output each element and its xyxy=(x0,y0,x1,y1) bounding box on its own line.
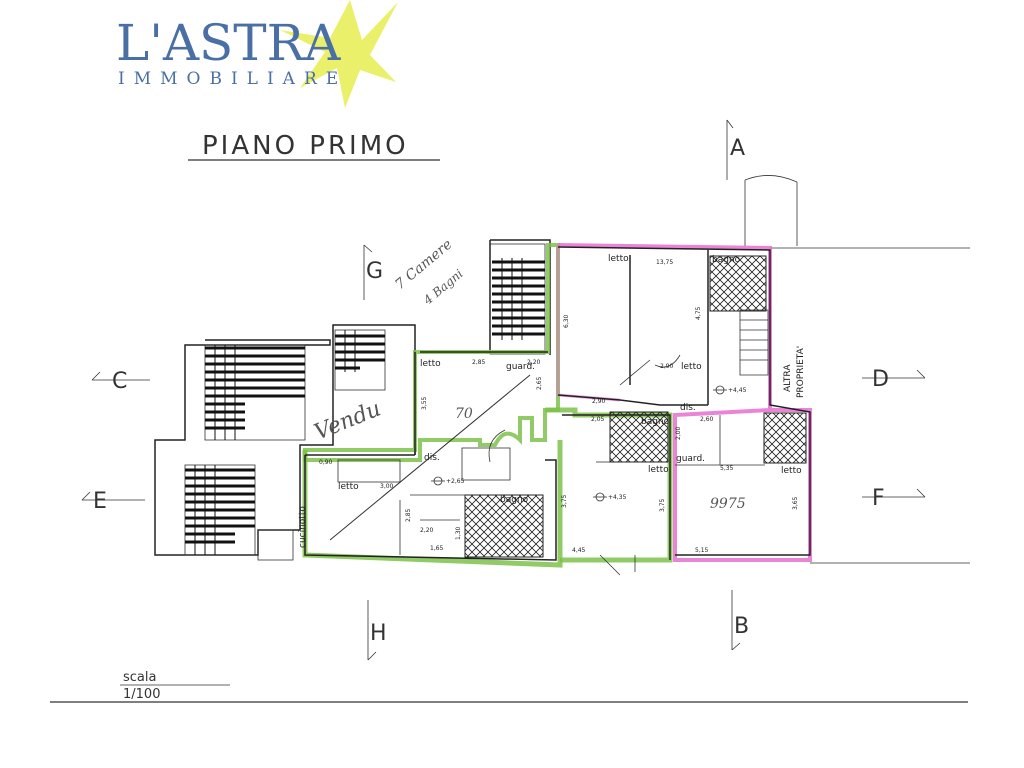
svg-text:2,00: 2,00 xyxy=(675,426,682,440)
room-label: guard. xyxy=(676,454,705,464)
svg-text:PROPRIETA': PROPRIETA' xyxy=(796,346,806,398)
apartment-pink xyxy=(556,243,812,562)
svg-text:4,75: 4,75 xyxy=(695,306,702,320)
room-label: bagno xyxy=(500,495,529,505)
room-label: letto xyxy=(420,359,441,369)
room-area: 13,75 xyxy=(656,259,673,266)
svg-text:2,90: 2,90 xyxy=(660,363,674,370)
svg-text:2,85: 2,85 xyxy=(405,508,412,522)
svg-text:ALTRA: ALTRA xyxy=(783,364,793,392)
section-marker-e: E xyxy=(81,489,145,514)
svg-text:+4,45: +4,45 xyxy=(728,387,747,394)
svg-text:5,35: 5,35 xyxy=(720,465,734,472)
svg-text:F: F xyxy=(872,486,885,511)
svg-text:+2,65: +2,65 xyxy=(446,478,465,485)
room-label: letto xyxy=(608,254,629,264)
svg-text:2,20: 2,20 xyxy=(420,527,434,534)
room-label: dis. xyxy=(424,453,440,463)
room-label: letto xyxy=(681,362,702,372)
svg-text:3,55: 3,55 xyxy=(421,396,428,410)
svg-text:3,00: 3,00 xyxy=(380,483,394,490)
room-label: guard. xyxy=(506,362,535,372)
svg-text:1,65: 1,65 xyxy=(430,545,444,552)
room-label: bagno xyxy=(712,255,741,265)
handwritten-note: Vendu xyxy=(311,396,385,445)
room-label: cucinotto xyxy=(298,506,308,548)
room-label: letto xyxy=(338,482,359,492)
stair-stringers xyxy=(194,258,523,555)
apartment-green xyxy=(302,243,563,568)
page-title: PIANO PRIMO xyxy=(188,131,440,161)
side-label: ALTRA PROPRIETA' xyxy=(783,346,806,398)
svg-text:4,45: 4,45 xyxy=(572,547,586,554)
stair-steps xyxy=(185,260,545,544)
section-marker-f: F xyxy=(862,486,926,511)
handwritten-note: 70 xyxy=(455,406,473,422)
logo-sub-text: IMMOBILIARE xyxy=(118,69,347,89)
section-marker-b: B xyxy=(731,590,749,651)
logo-main-text: L'ASTRA xyxy=(116,14,341,72)
room-labels: letto 13,75 letto bagno letto guard. dis… xyxy=(298,254,802,548)
svg-text:2,65: 2,65 xyxy=(536,376,543,390)
section-marker-g: G xyxy=(363,244,383,300)
svg-text:D: D xyxy=(872,367,889,392)
handwritten-note: 9975 xyxy=(710,496,746,512)
section-marker-a: A xyxy=(726,119,798,246)
svg-text:2,05: 2,05 xyxy=(591,416,605,423)
site-lines xyxy=(770,247,970,564)
apartment-center xyxy=(545,407,673,576)
svg-text:H: H xyxy=(370,621,387,646)
svg-text:3,65: 3,65 xyxy=(792,496,799,510)
room-label: letto xyxy=(781,466,802,476)
dimension-labels: 2,85 2,20 2,65 3,55 6,30 4,75 2,90 2,90 … xyxy=(319,306,799,554)
svg-text:A: A xyxy=(730,136,745,161)
section-marker-c: C xyxy=(91,369,150,394)
room-label: letto xyxy=(648,465,669,475)
room-label: bagno xyxy=(641,417,670,427)
svg-text:scala: scala xyxy=(123,670,156,685)
room-label: dis. xyxy=(680,403,696,413)
section-marker-d: D xyxy=(862,367,926,392)
svg-text:1/100: 1/100 xyxy=(123,687,160,702)
svg-text:G: G xyxy=(366,259,383,284)
svg-text:5,15: 5,15 xyxy=(695,547,709,554)
svg-text:PIANO PRIMO: PIANO PRIMO xyxy=(202,131,409,161)
svg-text:+4,35: +4,35 xyxy=(608,494,627,501)
svg-text:2,85: 2,85 xyxy=(472,359,486,366)
svg-text:1,30: 1,30 xyxy=(455,526,462,540)
svg-text:C: C xyxy=(112,369,127,394)
section-marker-h: H xyxy=(367,600,387,661)
handwritten-note: 4 Bagni xyxy=(420,266,466,307)
svg-text:3,75: 3,75 xyxy=(659,498,666,512)
svg-text:2,90: 2,90 xyxy=(592,398,606,405)
svg-text:2,60: 2,60 xyxy=(700,416,714,423)
scale-indicator: scala 1/100 xyxy=(50,670,968,703)
logo: L'ASTRA IMMOBILIARE xyxy=(116,0,398,108)
svg-text:B: B xyxy=(734,614,749,639)
svg-text:2,20: 2,20 xyxy=(527,359,541,366)
svg-text:0,90: 0,90 xyxy=(319,459,333,466)
svg-text:3,75: 3,75 xyxy=(561,494,568,508)
svg-text:E: E xyxy=(93,489,107,514)
svg-text:6,30: 6,30 xyxy=(563,314,570,328)
star-icon xyxy=(280,0,398,108)
level-marks: +4,45 +4,35 +2,65 xyxy=(431,385,747,502)
